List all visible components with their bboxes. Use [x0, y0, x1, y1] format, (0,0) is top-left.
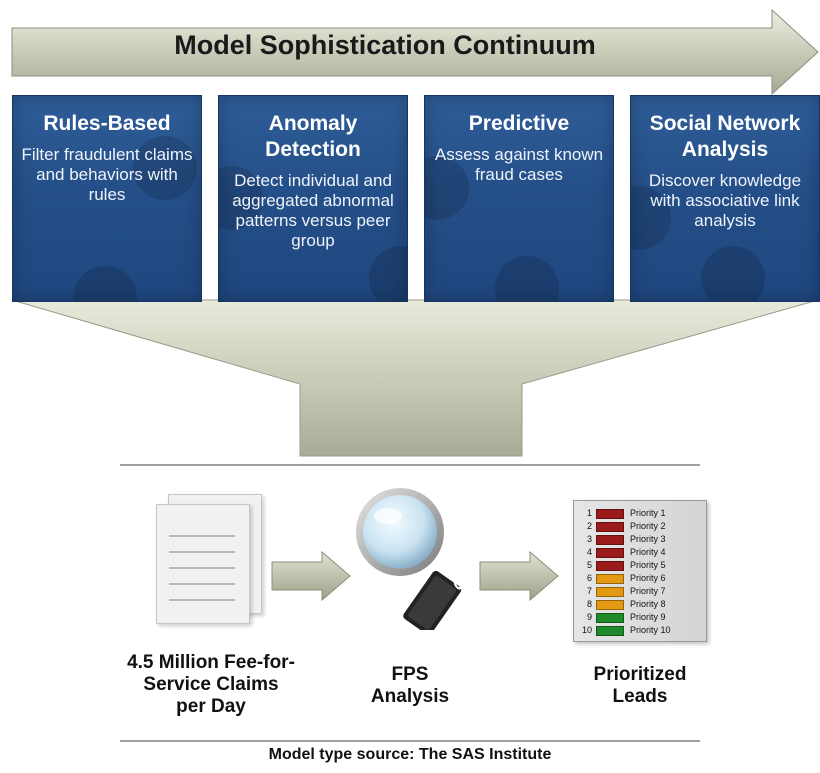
lead-row: 10 Priority 10: [578, 624, 702, 636]
priority-swatch: [596, 587, 624, 597]
magnifier-icon: [356, 488, 462, 630]
lead-row: 7 Priority 7: [578, 585, 702, 597]
lead-number: 6: [586, 573, 592, 583]
puzzle-piece: [495, 256, 559, 301]
lead-number: 8: [586, 599, 592, 609]
model-box-rules-based: Rules-Based Filter fraudulent claims and…: [12, 95, 202, 302]
priority-swatch: [596, 600, 624, 610]
lead-label: Priority 9: [630, 612, 666, 622]
arrow-right-icon: [479, 550, 559, 602]
model-description: Assess against known fraud cases: [434, 145, 604, 184]
lead-row: 9 Priority 9: [578, 611, 702, 623]
priority-swatch: [596, 522, 624, 532]
model-description: Discover knowledge with associative link…: [648, 171, 802, 230]
lead-label: Priority 2: [630, 521, 666, 531]
analysis-label: FPS Analysis: [370, 664, 450, 707]
lead-number: 9: [586, 612, 592, 622]
lead-label: Priority 3: [630, 534, 666, 544]
lead-number: 7: [586, 586, 592, 596]
lead-label: Priority 10: [630, 625, 671, 635]
lead-label: Priority 6: [630, 573, 666, 583]
lead-number: 2: [586, 521, 592, 531]
priority-swatch: [596, 561, 624, 571]
model-title: Predictive: [468, 112, 570, 135]
model-box-social-network-analysis: Social Network Analysis Discover knowled…: [630, 95, 820, 302]
priority-swatch: [596, 509, 624, 519]
lead-row: 3 Priority 3: [578, 533, 702, 545]
model-description: Filter fraudulent claims and behaviors w…: [21, 145, 193, 204]
model-title: Anomaly Detection: [265, 112, 361, 161]
lead-row: 5 Priority 5: [578, 559, 702, 571]
arrow-right-icon: [271, 550, 351, 602]
leads-label: Prioritized Leads: [593, 664, 687, 707]
lead-label: Priority 1: [630, 508, 666, 518]
lead-number: 5: [586, 560, 592, 570]
model-description: Detect individual and aggregated abnorma…: [232, 171, 394, 250]
puzzle-piece: [701, 246, 765, 301]
lead-row: 4 Priority 4: [578, 546, 702, 558]
model-title: Rules-Based: [43, 112, 171, 135]
lead-row: 8 Priority 8: [578, 598, 702, 610]
lead-row: 2 Priority 2: [578, 520, 702, 532]
model-box-predictive: Predictive Assess against known fraud ca…: [424, 95, 614, 302]
priority-swatch: [596, 626, 624, 636]
priority-swatch: [596, 535, 624, 545]
puzzle-piece: [133, 136, 197, 200]
lead-label: Priority 5: [630, 560, 666, 570]
model-title: Social Network Analysis: [649, 112, 801, 161]
source-note: Model type source: The SAS Institute: [268, 746, 552, 763]
lead-label: Priority 7: [630, 586, 666, 596]
priority-swatch: [596, 548, 624, 558]
model-box-anomaly-detection: Anomaly Detection Detect individual and …: [218, 95, 408, 302]
priority-swatch: [596, 613, 624, 623]
priority-swatch: [596, 574, 624, 584]
lead-number: 3: [586, 534, 592, 544]
puzzle-piece: [73, 266, 137, 301]
lead-number: 4: [586, 547, 592, 557]
divider-line: [120, 464, 700, 466]
claims-label: 4.5 Million Fee-for-Service Claims per D…: [127, 652, 295, 717]
puzzle-piece: [369, 246, 407, 301]
lead-label: Priority 4: [630, 547, 666, 557]
lead-number: 1: [586, 508, 592, 518]
lead-label: Priority 8: [630, 599, 666, 609]
continuum-arrow: [11, 8, 819, 96]
divider-line: [120, 740, 700, 742]
document-icon: [156, 504, 250, 624]
continuum-title: Model Sophistication Continuum: [174, 30, 596, 60]
lead-row: 1 Priority 1: [578, 507, 702, 519]
lead-row: 6 Priority 6: [578, 572, 702, 584]
lead-number: 10: [581, 625, 592, 635]
